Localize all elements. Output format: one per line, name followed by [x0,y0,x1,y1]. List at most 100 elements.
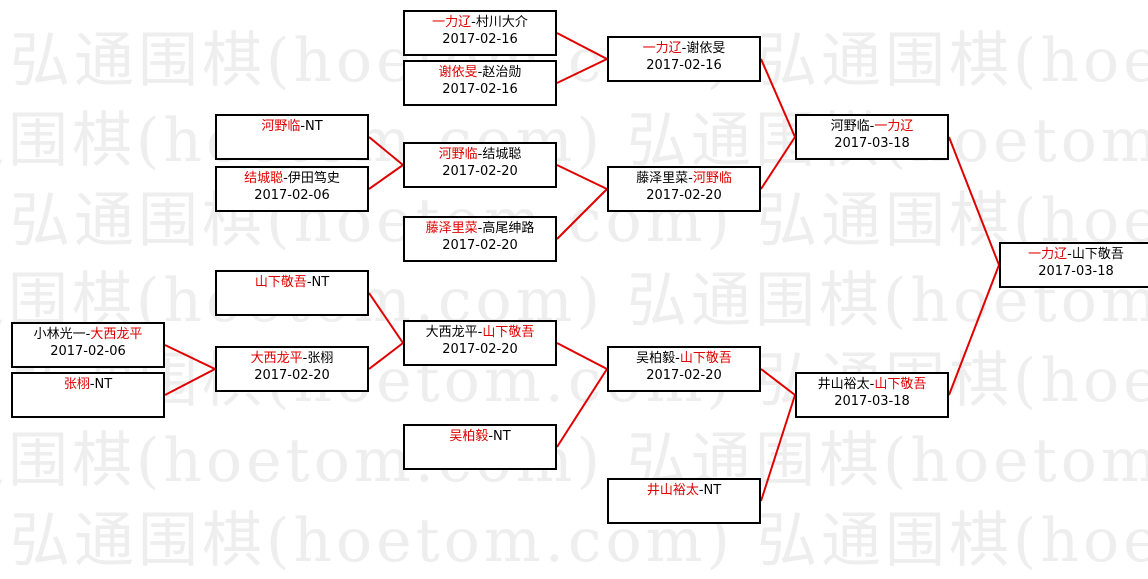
player-name: -张栩 [302,351,334,366]
winner-name: 一力辽 [874,119,914,134]
connector-line [556,164,608,190]
connector-line [556,342,608,370]
connector-line [948,136,1000,266]
match-players: 藤泽里菜-河野临 [609,170,759,187]
match-players: 山下敬吾-NT [217,274,367,291]
player-name: -NT [306,275,330,290]
winner-name: 山下敬吾 [874,377,927,392]
player-name: 小林光一- [33,327,91,342]
match-players: 吴柏毅-NT [405,428,555,445]
match-date [217,135,367,152]
match-date: 2017-02-20 [646,368,722,383]
winner-name: 山下敬吾 [482,325,535,340]
player-name: -村川大介 [471,15,528,30]
match-date: 2017-02-16 [646,58,722,73]
match-date: 2017-03-18 [834,394,910,409]
winner-name: 井山裕太 [646,483,699,498]
winner-name: 谢依旻 [438,65,478,80]
match-date: 2017-02-20 [442,238,518,253]
winner-name: 山下敬吾 [679,351,732,366]
player-name: 吴柏毅- [636,351,680,366]
match-players: 河野临-结城聪 [405,146,555,163]
match-date: 2017-02-06 [254,188,330,203]
connector-line [556,368,608,448]
connector-line [760,136,796,190]
connector-line [760,394,796,502]
connector-line [556,32,608,60]
match-box-r1c: 河野临-NT [215,114,369,160]
connector-line [368,292,404,344]
match-players: 一力辽-山下敬吾 [1001,246,1148,263]
player-name: -NT [89,377,113,392]
player-name: 井山裕太- [817,377,875,392]
match-box-r1g: 大西龙平-张栩 2017-02-20 [215,346,369,392]
match-date [13,393,163,410]
connector-line [368,136,404,166]
match-players: 河野临-NT [217,118,367,135]
match-date: 2017-02-06 [50,344,126,359]
match-players: 井山裕太-山下敬吾 [797,376,947,393]
match-players: 大西龙平-山下敬吾 [405,324,555,341]
connector-line [760,368,796,396]
match-players: 一力辽-谢依旻 [609,40,759,57]
match-players: 吴柏毅-山下敬吾 [609,350,759,367]
winner-name: 河野临 [438,147,478,162]
match-date: 2017-02-20 [254,368,330,383]
winner-name: 一力辽 [1028,247,1068,262]
connector-line [948,264,1000,396]
connector-line [556,188,608,240]
match-date: 2017-02-20 [646,188,722,203]
match-date [405,445,555,462]
match-date: 2017-03-18 [1038,264,1114,279]
match-date [609,499,759,516]
winner-name: 河野临 [261,119,301,134]
match-date: 2017-03-18 [834,136,910,151]
match-date: 2017-02-16 [442,82,518,97]
match-players: 河野临-一力辽 [797,118,947,135]
player-name: -结城聪 [477,147,522,162]
winner-name: 张栩 [63,377,90,392]
winner-name: 大西龙平 [90,327,143,342]
connector-line [164,344,216,370]
player-name: 藤泽里菜- [636,171,693,186]
player-name: -赵治勋 [477,65,522,80]
match-date: 2017-02-16 [442,32,518,47]
winner-name: 吴柏毅 [449,429,489,444]
match-players: 一力辽-村川大介 [405,14,555,31]
player-name: 大西龙平- [425,325,483,340]
connector-line [368,164,404,190]
match-players: 张栩-NT [13,376,163,393]
winner-name: 大西龙平 [250,351,303,366]
match-players: 井山裕太-NT [609,482,759,499]
bracket-lines [164,32,1000,502]
player-name: -高尾绅路 [477,221,535,236]
player-name: -谢依旻 [681,41,726,56]
winner-name: 结城聪 [244,171,284,186]
winner-name: 一力辽 [642,41,682,56]
match-box-r1h: 吴柏毅-NT [403,424,557,470]
match-date [217,291,367,308]
match-players: 藤泽里菜-高尾绅路 [405,220,555,237]
player-name: -NT [698,483,722,498]
player-name: 河野临- [830,119,875,134]
winner-name: 山下敬吾 [254,275,307,290]
match-players: 谢依旻-赵治勋 [405,64,555,81]
winner-name: 藤泽里菜 [425,221,478,236]
player-name: -山下敬吾 [1067,247,1124,262]
match-players: 小林光一-大西龙平 [13,326,163,343]
connector-line [760,58,796,138]
match-box-r1f: 山下敬吾-NT [215,270,369,316]
winner-name: 河野临 [692,171,732,186]
